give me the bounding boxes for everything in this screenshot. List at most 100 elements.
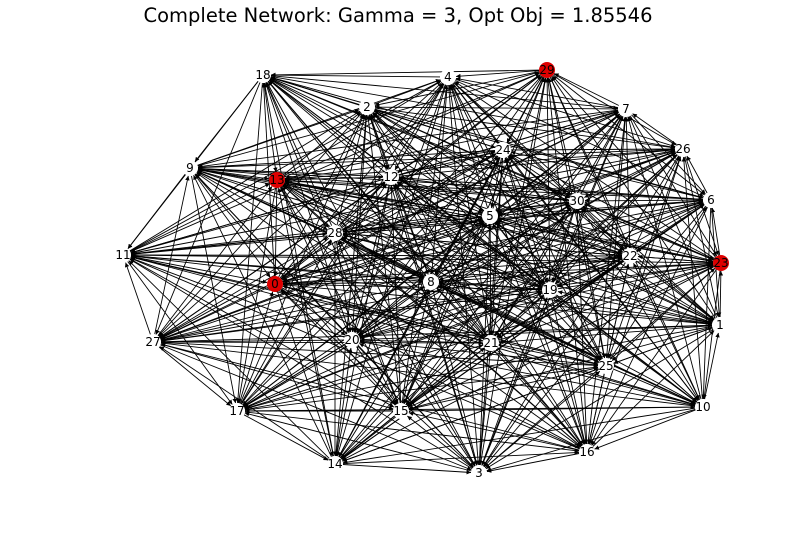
graph-edge: [130, 232, 328, 255]
graph-edge: [429, 84, 448, 275]
node-circle: [255, 67, 271, 83]
graph-edge: [270, 76, 496, 149]
graph-edge: [504, 157, 586, 445]
node-circle: [579, 444, 595, 460]
graph-edge: [197, 168, 270, 181]
node-circle: [598, 358, 614, 374]
graph-edge: [160, 343, 394, 410]
graph-edge: [636, 260, 714, 321]
node-circle: [675, 141, 691, 157]
graph-edge: [240, 83, 445, 405]
graph-edge: [158, 346, 232, 407]
graph-edge: [342, 231, 714, 263]
graph-edge: [130, 201, 570, 256]
graph-edge: [453, 82, 625, 251]
graph-edge: [342, 450, 580, 465]
graph-edge: [197, 169, 713, 324]
graph-edge: [356, 346, 397, 405]
graph-edge: [604, 116, 626, 359]
graph-edge: [155, 82, 261, 335]
node-label: 29: [539, 63, 554, 77]
graph-edge: [489, 157, 503, 336]
graph-edge: [197, 170, 543, 289]
graph-edge: [158, 81, 443, 338]
graph-edge: [492, 77, 547, 336]
graph-edge: [159, 153, 497, 339]
graph-edge: [394, 183, 488, 337]
graph-edge: [235, 82, 263, 404]
graph-edge: [244, 411, 580, 453]
graph-edge: [270, 75, 619, 111]
graph-edge: [374, 108, 704, 199]
graph-edge: [407, 415, 473, 469]
graph-edge: [607, 263, 630, 359]
node-circle: [229, 403, 245, 419]
graph-edge: [268, 79, 601, 362]
graph-node-4: 4: [440, 69, 456, 85]
graph-edge: [594, 409, 696, 450]
graph-edge: [718, 270, 724, 318]
graph-edge: [685, 156, 720, 256]
graph-edge: [244, 365, 599, 411]
graph-edge: [498, 264, 714, 341]
graph-node-19: 19: [542, 282, 558, 298]
graph-edge: [393, 184, 429, 275]
graph-edge: [342, 464, 472, 475]
node-label: 8: [427, 275, 435, 289]
graph-edge: [611, 267, 716, 362]
graph-edge: [239, 114, 365, 404]
graph-edge: [160, 256, 623, 343]
graph-edge: [160, 218, 483, 340]
graph-edge: [395, 183, 583, 446]
graph-edge: [342, 368, 599, 462]
graph-node-5: 5: [482, 208, 498, 224]
graph-node-15: 15: [393, 403, 409, 419]
graph-edge: [359, 202, 704, 338]
graph-edge: [284, 178, 570, 201]
graph-edge: [398, 175, 704, 200]
node-label: 22: [622, 249, 637, 263]
node-circle: [182, 160, 198, 176]
graph-edge: [553, 74, 705, 196]
graph-edge: [130, 256, 696, 407]
graph-edge: [130, 256, 484, 343]
graph-edge: [389, 184, 402, 404]
graph-node-30: 30: [569, 193, 585, 209]
node-label: 28: [327, 226, 342, 240]
graph-node-0: 0: [267, 276, 283, 292]
graph-edge: [401, 84, 449, 404]
node-circle: [327, 225, 343, 241]
graph-edge: [130, 150, 676, 255]
graph-edge: [277, 291, 334, 457]
graph-edge: [265, 82, 333, 226]
graph-edge: [633, 156, 680, 249]
node-circle: [344, 332, 360, 348]
graph-edge: [408, 411, 580, 451]
graph-edge: [341, 237, 485, 339]
graph-edge: [510, 110, 619, 148]
graph-edge: [575, 208, 588, 445]
graph-edge: [280, 289, 474, 468]
graph-edge: [342, 407, 696, 465]
node-circle: [327, 456, 343, 472]
graph-edge: [278, 113, 364, 278]
graph-edge: [244, 404, 696, 412]
graph-edge: [584, 152, 676, 198]
graph-edge: [270, 75, 676, 150]
graph-edge: [195, 173, 347, 335]
node-label: 20: [344, 333, 359, 347]
graph-edge: [342, 149, 676, 232]
graph-edge: [498, 344, 696, 406]
graph-edge: [243, 414, 329, 461]
graph-edge: [270, 77, 570, 199]
graph-edge: [497, 217, 623, 255]
graph-edge: [197, 150, 496, 170]
graph-edge: [342, 198, 704, 233]
graph-edge: [265, 82, 351, 333]
graph-edge: [492, 77, 545, 209]
graph-edge: [341, 266, 715, 461]
graph-edge: [608, 156, 681, 359]
graph-edge: [284, 110, 619, 180]
graph-edge: [263, 82, 278, 173]
